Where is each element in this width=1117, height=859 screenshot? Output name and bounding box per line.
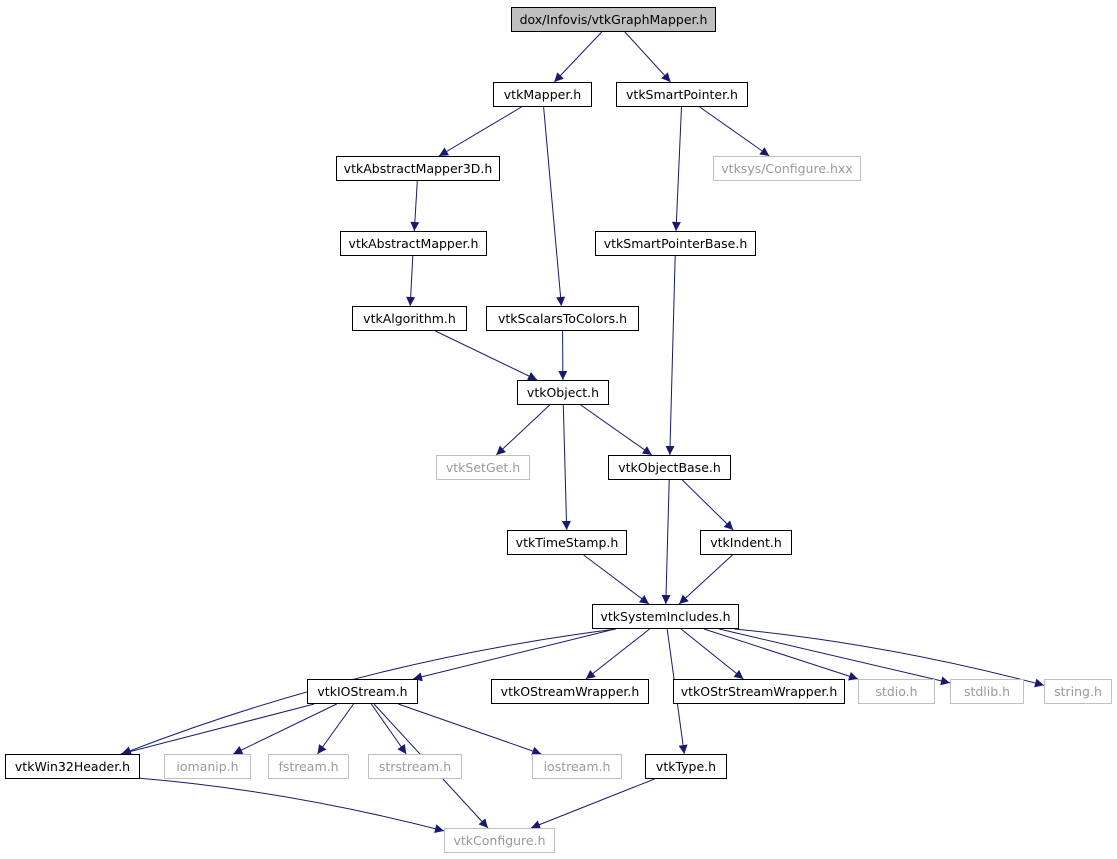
node-vtkwin32header[interactable]: vtkWin32Header.h — [5, 754, 140, 779]
edge-vtkTimeStamp-to-vtkSystemIncludes — [583, 554, 650, 605]
node-label: vtkConfigure.h — [453, 833, 546, 848]
node-label: vtksys/Configure.hxx — [721, 161, 853, 176]
edge-vtkSmartPointerBase-to-vtkObjectBase — [665, 255, 676, 456]
node-label: iomanip.h — [176, 759, 239, 774]
node-label: dox/Infovis/vtkGraphMapper.h — [519, 12, 708, 27]
node-label: vtkObjectBase.h — [618, 460, 721, 475]
node-label: vtkMapper.h — [503, 87, 582, 102]
node-label: vtkIOStream.h — [317, 684, 408, 699]
node-iomanip[interactable]: iomanip.h — [164, 754, 251, 779]
node-vtktype[interactable]: vtkType.h — [645, 754, 727, 779]
node-label: vtkTimeStamp.h — [515, 535, 619, 550]
node-label: vtkAbstractMapper3D.h — [343, 161, 493, 176]
node-label: vtkIndent.h — [710, 535, 782, 550]
node-stdlib[interactable]: stdlib.h — [950, 679, 1024, 704]
node-label: vtkWin32Header.h — [14, 759, 131, 774]
edge-vtkSystemIncludes-to-vtkOStrStreamWrapper — [680, 628, 744, 680]
node-strstream[interactable]: strstream.h — [368, 754, 462, 779]
node-label: vtkAlgorithm.h — [363, 311, 456, 326]
edge-vtkObjectBase-to-vtkSystemIncludes — [661, 479, 671, 605]
edge-vtkMapper-to-vtkAbstractMapper3D — [438, 106, 522, 157]
node-vtkindent[interactable]: vtkIndent.h — [700, 530, 792, 555]
node-string[interactable]: string.h — [1044, 679, 1112, 704]
node-vtkabstractmapper[interactable]: vtkAbstractMapper.h — [340, 231, 487, 256]
node-vtksetget[interactable]: vtkSetGet.h — [436, 455, 530, 480]
edge-root-to-vtkSmartPointer — [624, 31, 671, 83]
edge-vtkIOStream-to-strstream — [370, 703, 407, 755]
edge-vtkIndent-to-vtkSystemIncludes — [678, 554, 733, 605]
node-vtkiostream[interactable]: vtkIOStream.h — [307, 679, 418, 704]
node-vtkconfigure[interactable]: vtkConfigure.h — [444, 828, 555, 853]
edge-root-to-vtkMapper — [553, 31, 603, 83]
node-label: strstream.h — [378, 759, 452, 774]
node-label: vtkSmartPointerBase.h — [603, 236, 748, 251]
node-label: vtkType.h — [655, 759, 717, 774]
edge-vtkAlgorithm-to-vtkObject — [435, 330, 538, 381]
node-fstream[interactable]: fstream.h — [268, 754, 349, 779]
node-vtktimestamp[interactable]: vtkTimeStamp.h — [507, 530, 627, 555]
node-vtksmartpointerbase[interactable]: vtkSmartPointerBase.h — [595, 231, 756, 256]
node-label: stdio.h — [875, 684, 918, 699]
node-vtkmapper[interactable]: vtkMapper.h — [493, 82, 592, 107]
node-label: fstream.h — [278, 759, 339, 774]
edge-vtkObject-to-vtkObjectBase — [580, 404, 653, 456]
edge-vtkIOStream-to-fstream — [317, 703, 354, 755]
edge-vtkSystemIncludes-to-stdio — [703, 628, 859, 681]
node-label: vtkObject.h — [526, 385, 600, 400]
edge-vtkSmartPointer-to-vtksysConfigure — [699, 106, 770, 157]
edge-vtkAbstractMapper-to-vtkAlgorithm — [406, 255, 416, 307]
node-label: vtkOStrStreamWrapper.h — [680, 684, 838, 699]
edge-vtkMapper-to-vtkScalarsToColors — [543, 106, 566, 307]
node-vtksystemincludes[interactable]: vtkSystemIncludes.h — [592, 604, 739, 629]
edge-vtkIOStream-to-iostream — [398, 703, 542, 756]
edge-vtkObjectBase-to-vtkIndent — [681, 479, 734, 531]
node-label: vtkSmartPointer.h — [626, 87, 738, 102]
node-stdio[interactable]: stdio.h — [858, 679, 935, 704]
node-vtkobject[interactable]: vtkObject.h — [517, 380, 609, 405]
edge-vtkSystemIncludes-to-string — [734, 628, 1045, 688]
node-label: vtkOStreamWrapper.h — [500, 684, 640, 699]
edge-vtkIOStream-to-iomanip — [233, 703, 337, 755]
node-vtkostrstreamwrapper[interactable]: vtkOStrStreamWrapper.h — [673, 679, 845, 704]
edge-vtkSystemIncludes-to-vtkWin32Header — [121, 628, 617, 755]
node-label: vtkAbstractMapper.h — [348, 236, 479, 251]
node-vtkostreamwrapper[interactable]: vtkOStreamWrapper.h — [491, 679, 649, 704]
edge-vtkAbstractMapper3D-to-vtkAbstractMapper — [410, 180, 420, 232]
edge-vtkObject-to-vtkSetGet — [495, 404, 551, 456]
edge-vtkSystemIncludes-to-stdlib — [718, 628, 951, 686]
node-iostream[interactable]: iostream.h — [532, 754, 622, 779]
node-vtkgraphmapper[interactable]: dox/Infovis/vtkGraphMapper.h — [511, 7, 716, 32]
node-label: vtkScalarsToColors.h — [498, 311, 627, 326]
node-label: string.h — [1054, 684, 1102, 699]
edge-vtkWin32Header-to-vtkConfigure — [139, 777, 445, 834]
edge-vtkSystemIncludes-to-vtkOStreamWrapper — [585, 628, 650, 680]
node-vtkabstractmapper3d[interactable]: vtkAbstractMapper3D.h — [336, 156, 500, 181]
node-vtksmartpointer[interactable]: vtkSmartPointer.h — [616, 82, 748, 107]
node-vtkobjectbase[interactable]: vtkObjectBase.h — [608, 455, 731, 480]
node-label: stdlib.h — [963, 684, 1011, 699]
edge-vtkType-to-vtkConfigure — [530, 778, 655, 829]
edge-vtkIOStream-to-vtkWin32Header — [120, 703, 315, 757]
node-vtkalgorithm[interactable]: vtkAlgorithm.h — [352, 306, 467, 331]
edge-vtkSmartPointer-to-vtkSmartPointerBase — [671, 106, 682, 232]
edge-vtkObject-to-vtkTimeStamp — [561, 404, 571, 531]
node-label: vtkSetGet.h — [445, 460, 521, 475]
edge-vtkSystemIncludes-to-vtkIOStream — [412, 628, 616, 682]
node-vtkscalarstocolors[interactable]: vtkScalarsToColors.h — [486, 306, 639, 331]
node-vtksys-configure[interactable]: vtksys/Configure.hxx — [713, 156, 861, 181]
node-label: vtkSystemIncludes.h — [600, 609, 731, 624]
node-label: iostream.h — [543, 759, 611, 774]
